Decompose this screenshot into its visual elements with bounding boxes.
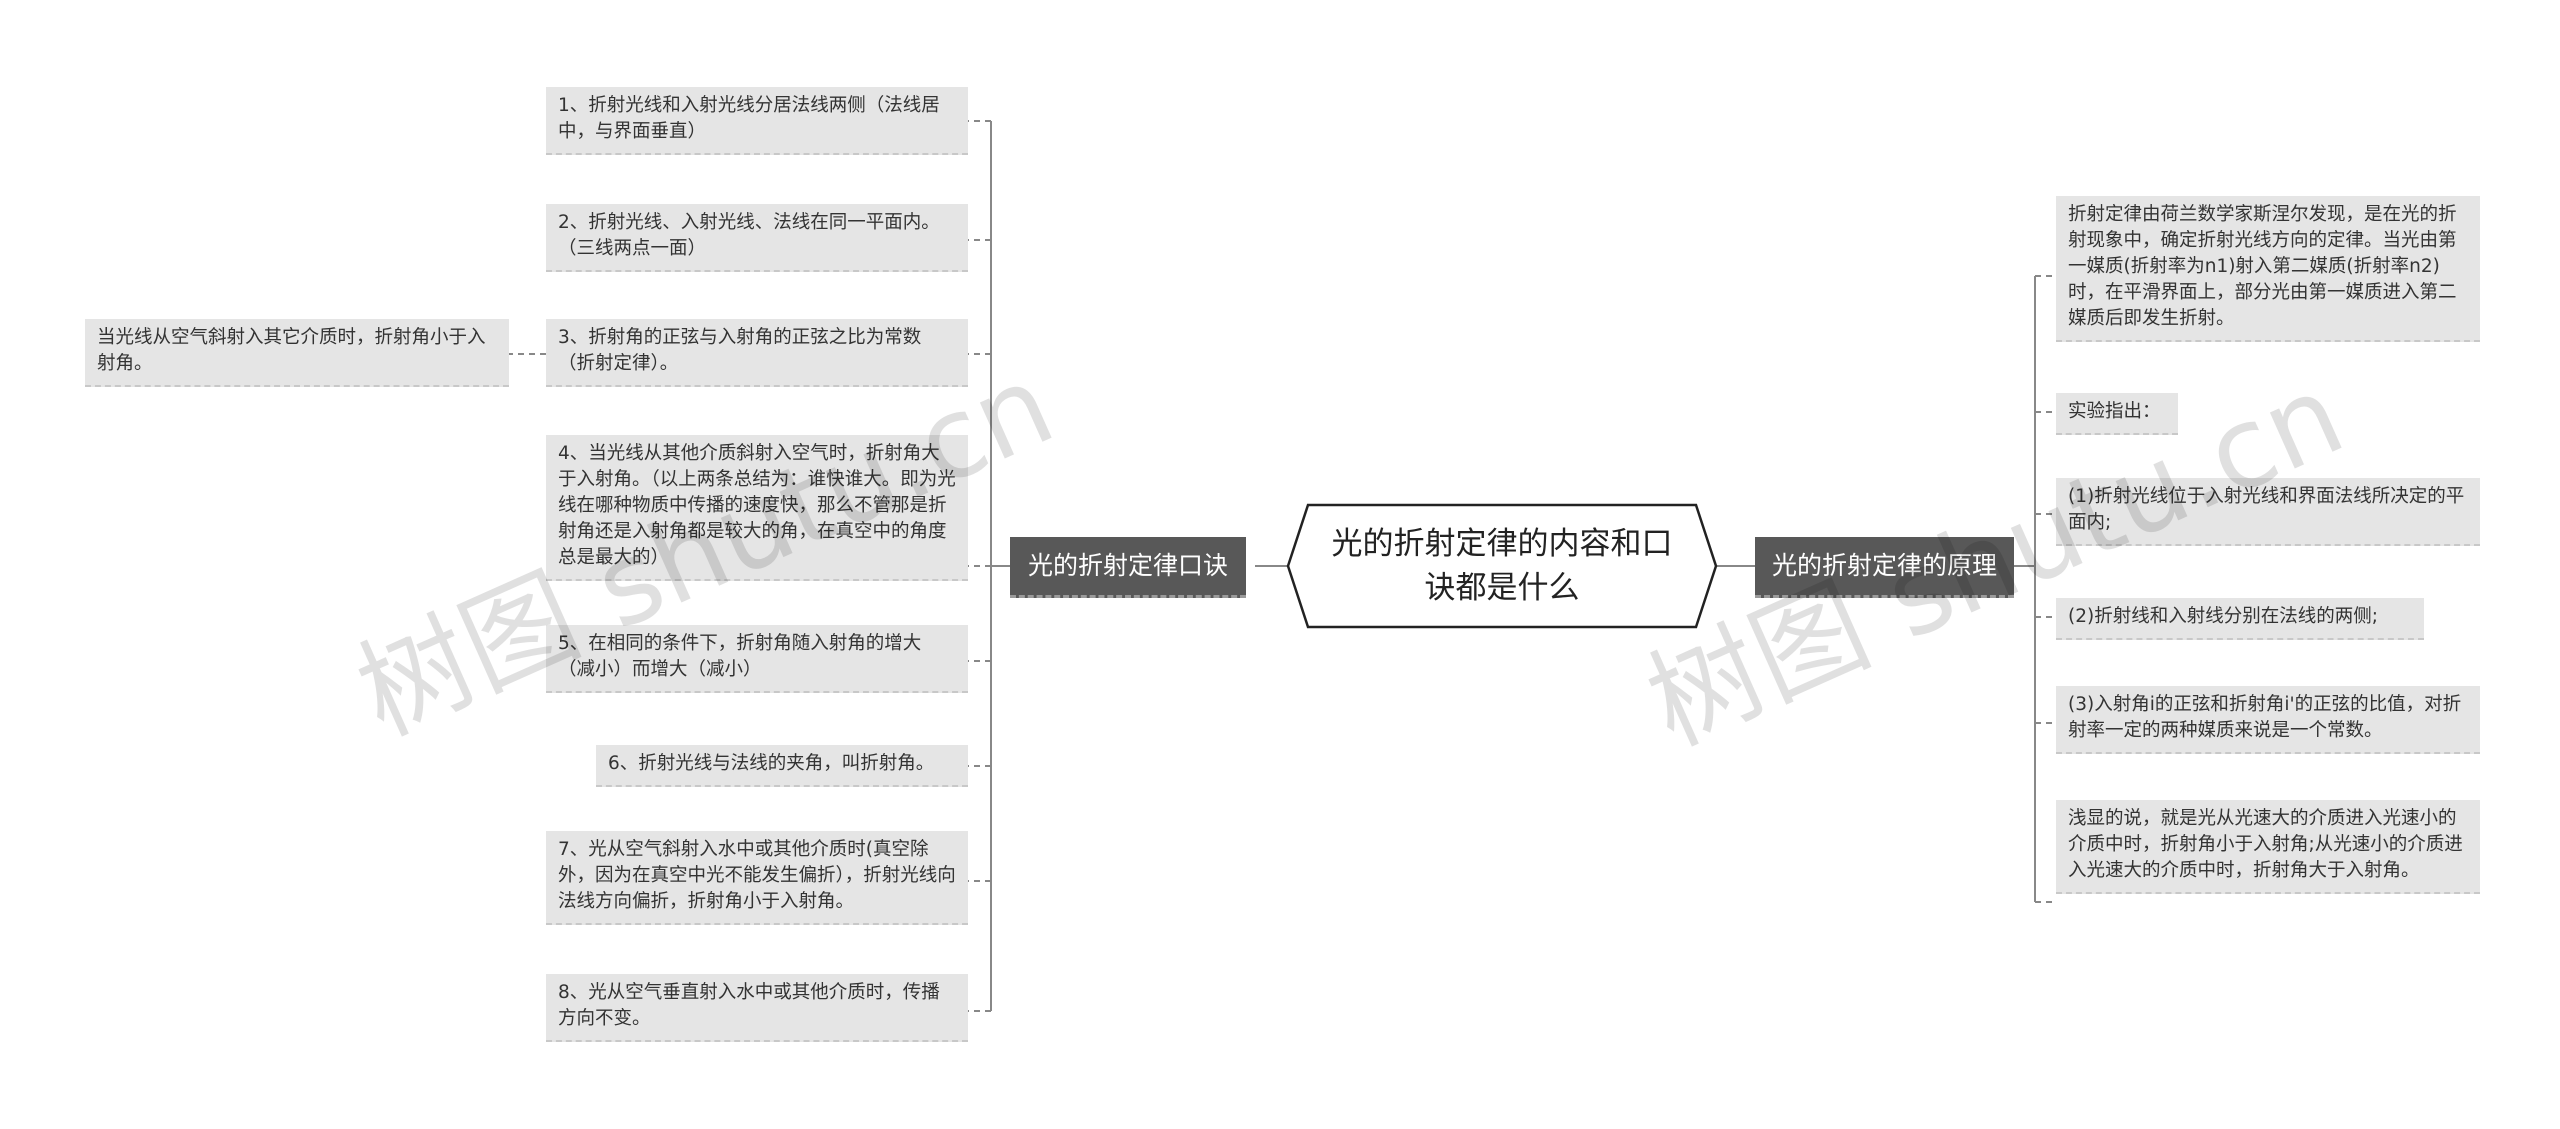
left-subleaf-text: 当光线从空气斜射入其它介质时，折射角小于入射角。 — [97, 327, 486, 374]
left-leaf-5[interactable]: 5、在相同的条件下，折射角随入射角的增大（减小）而增大（减小） — [546, 625, 968, 693]
right-leaf-4[interactable]: (2)折射线和入射线分别在法线的两侧; — [2056, 598, 2424, 640]
right-leaf-6-text: 浅显的说，就是光从光速大的介质进入光速小的介质中时，折射角小于入射角;从光速小的… — [2068, 808, 2463, 881]
right-leaf-1[interactable]: 折射定律由荷兰数学家斯涅尔发现，是在光的折射现象中，确定折射光线方向的定律。当光… — [2056, 196, 2480, 342]
right-leaf-3[interactable]: (1)折射光线位于入射光线和界面法线所决定的平面内; — [2056, 478, 2480, 546]
root-node[interactable]: 光的折射定律的内容和口诀都是什么 — [1284, 502, 1720, 630]
left-leaf-3[interactable]: 3、折射角的正弦与入射角的正弦之比为常数（折射定律）。 — [546, 319, 968, 387]
right-leaf-6[interactable]: 浅显的说，就是光从光速大的介质进入光速小的介质中时，折射角小于入射角;从光速小的… — [2056, 800, 2480, 894]
left-leaf-6[interactable]: 6、折射光线与法线的夹角，叫折射角。 — [596, 745, 968, 787]
left-leaf-2-text: 2、折射光线、入射光线、法线在同一平面内。（三线两点一面） — [558, 212, 940, 259]
right-leaf-1-text: 折射定律由荷兰数学家斯涅尔发现，是在光的折射现象中，确定折射光线方向的定律。当光… — [2068, 204, 2457, 329]
branch-principle[interactable]: 光的折射定律的原理 — [1755, 537, 2014, 598]
left-leaf-6-text: 6、折射光线与法线的夹角，叫折射角。 — [608, 753, 935, 774]
left-leaf-4[interactable]: 4、当光线从其他介质斜射入空气时，折射角大于入射角。（以上两条总结为：谁快谁大。… — [546, 435, 968, 581]
branch-mnemonic-label: 光的折射定律口诀 — [1027, 551, 1228, 580]
left-leaf-4-text: 4、当光线从其他介质斜射入空气时，折射角大于入射角。（以上两条总结为：谁快谁大。… — [558, 443, 956, 568]
right-leaf-4-text: (2)折射线和入射线分别在法线的两侧; — [2068, 606, 2378, 627]
left-leaf-8-text: 8、光从空气垂直射入水中或其他介质时，传播方向不变。 — [558, 982, 940, 1029]
left-subleaf[interactable]: 当光线从空气斜射入其它介质时，折射角小于入射角。 — [85, 319, 509, 387]
right-leaf-2[interactable]: 实验指出： — [2056, 393, 2178, 435]
right-leaf-5-text: (3)入射角i的正弦和折射角i'的正弦的比值，对折射率一定的两种媒质来说是一个常… — [2068, 694, 2462, 741]
root-title: 光的折射定律的内容和口诀都是什么 — [1331, 526, 1673, 606]
root-hexagon-shape — [1286, 503, 1718, 629]
left-leaf-8[interactable]: 8、光从空气垂直射入水中或其他介质时，传播方向不变。 — [546, 974, 968, 1042]
left-leaf-7-text: 7、光从空气斜射入水中或其他介质时(真空除外，因为在真空中光不能发生偏折），折射… — [558, 839, 956, 912]
branch-mnemonic[interactable]: 光的折射定律口诀 — [1010, 537, 1246, 598]
right-leaf-5[interactable]: (3)入射角i的正弦和折射角i'的正弦的比值，对折射率一定的两种媒质来说是一个常… — [2056, 686, 2480, 754]
branch-principle-label: 光的折射定律的原理 — [1771, 551, 1997, 580]
left-leaf-3-text: 3、折射角的正弦与入射角的正弦之比为常数（折射定律）。 — [558, 327, 922, 374]
left-leaf-2[interactable]: 2、折射光线、入射光线、法线在同一平面内。（三线两点一面） — [546, 204, 968, 272]
left-leaf-5-text: 5、在相同的条件下，折射角随入射角的增大（减小）而增大（减小） — [558, 633, 922, 680]
left-leaf-1[interactable]: 1、折射光线和入射光线分居法线两侧（法线居中，与界面垂直） — [546, 87, 968, 155]
left-leaf-1-text: 1、折射光线和入射光线分居法线两侧（法线居中，与界面垂直） — [558, 95, 940, 142]
left-leaf-7[interactable]: 7、光从空气斜射入水中或其他介质时(真空除外，因为在真空中光不能发生偏折），折射… — [546, 831, 968, 925]
right-leaf-2-text: 实验指出： — [2068, 401, 2161, 422]
right-leaf-3-text: (1)折射光线位于入射光线和界面法线所决定的平面内; — [2068, 486, 2465, 533]
